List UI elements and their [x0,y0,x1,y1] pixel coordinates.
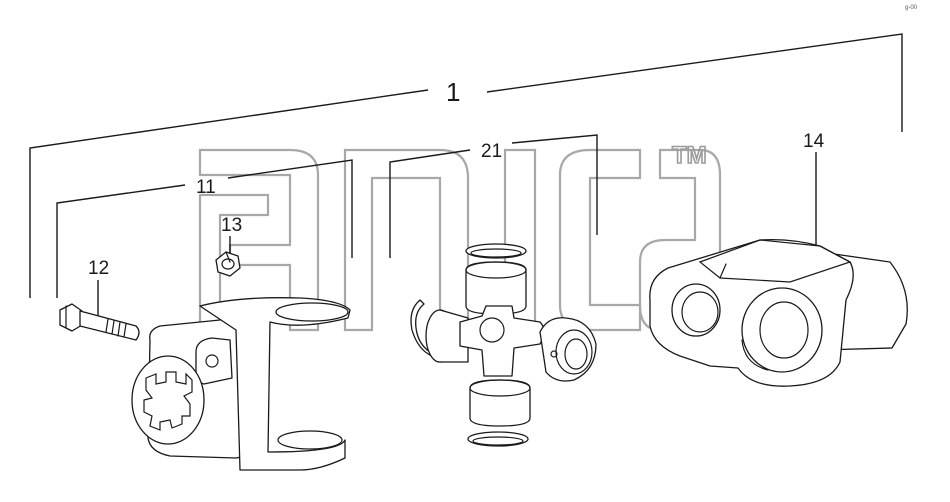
callout-1: 1 [446,77,460,107]
leader-11-right [227,159,353,258]
leader-1 [29,89,429,298]
trademark-mark: TM [672,142,707,169]
callout-13: 13 [221,215,242,236]
plain-yoke-part [649,238,908,387]
cross-kit-part [410,243,597,447]
leader-21-right [511,134,598,235]
callout-11: 11 [196,177,216,198]
watermark-logo [198,148,722,332]
callout-21: 21 [481,141,502,162]
nut-part [215,251,241,277]
leader-1-right [486,33,903,132]
leader-21 [389,149,471,258]
bolt-part [59,303,140,341]
splined-yoke-part [131,297,351,471]
callout-14: 14 [803,131,825,152]
callout-12: 12 [88,258,109,279]
leader-11 [56,184,186,298]
corner-code: g-00 [905,5,918,11]
